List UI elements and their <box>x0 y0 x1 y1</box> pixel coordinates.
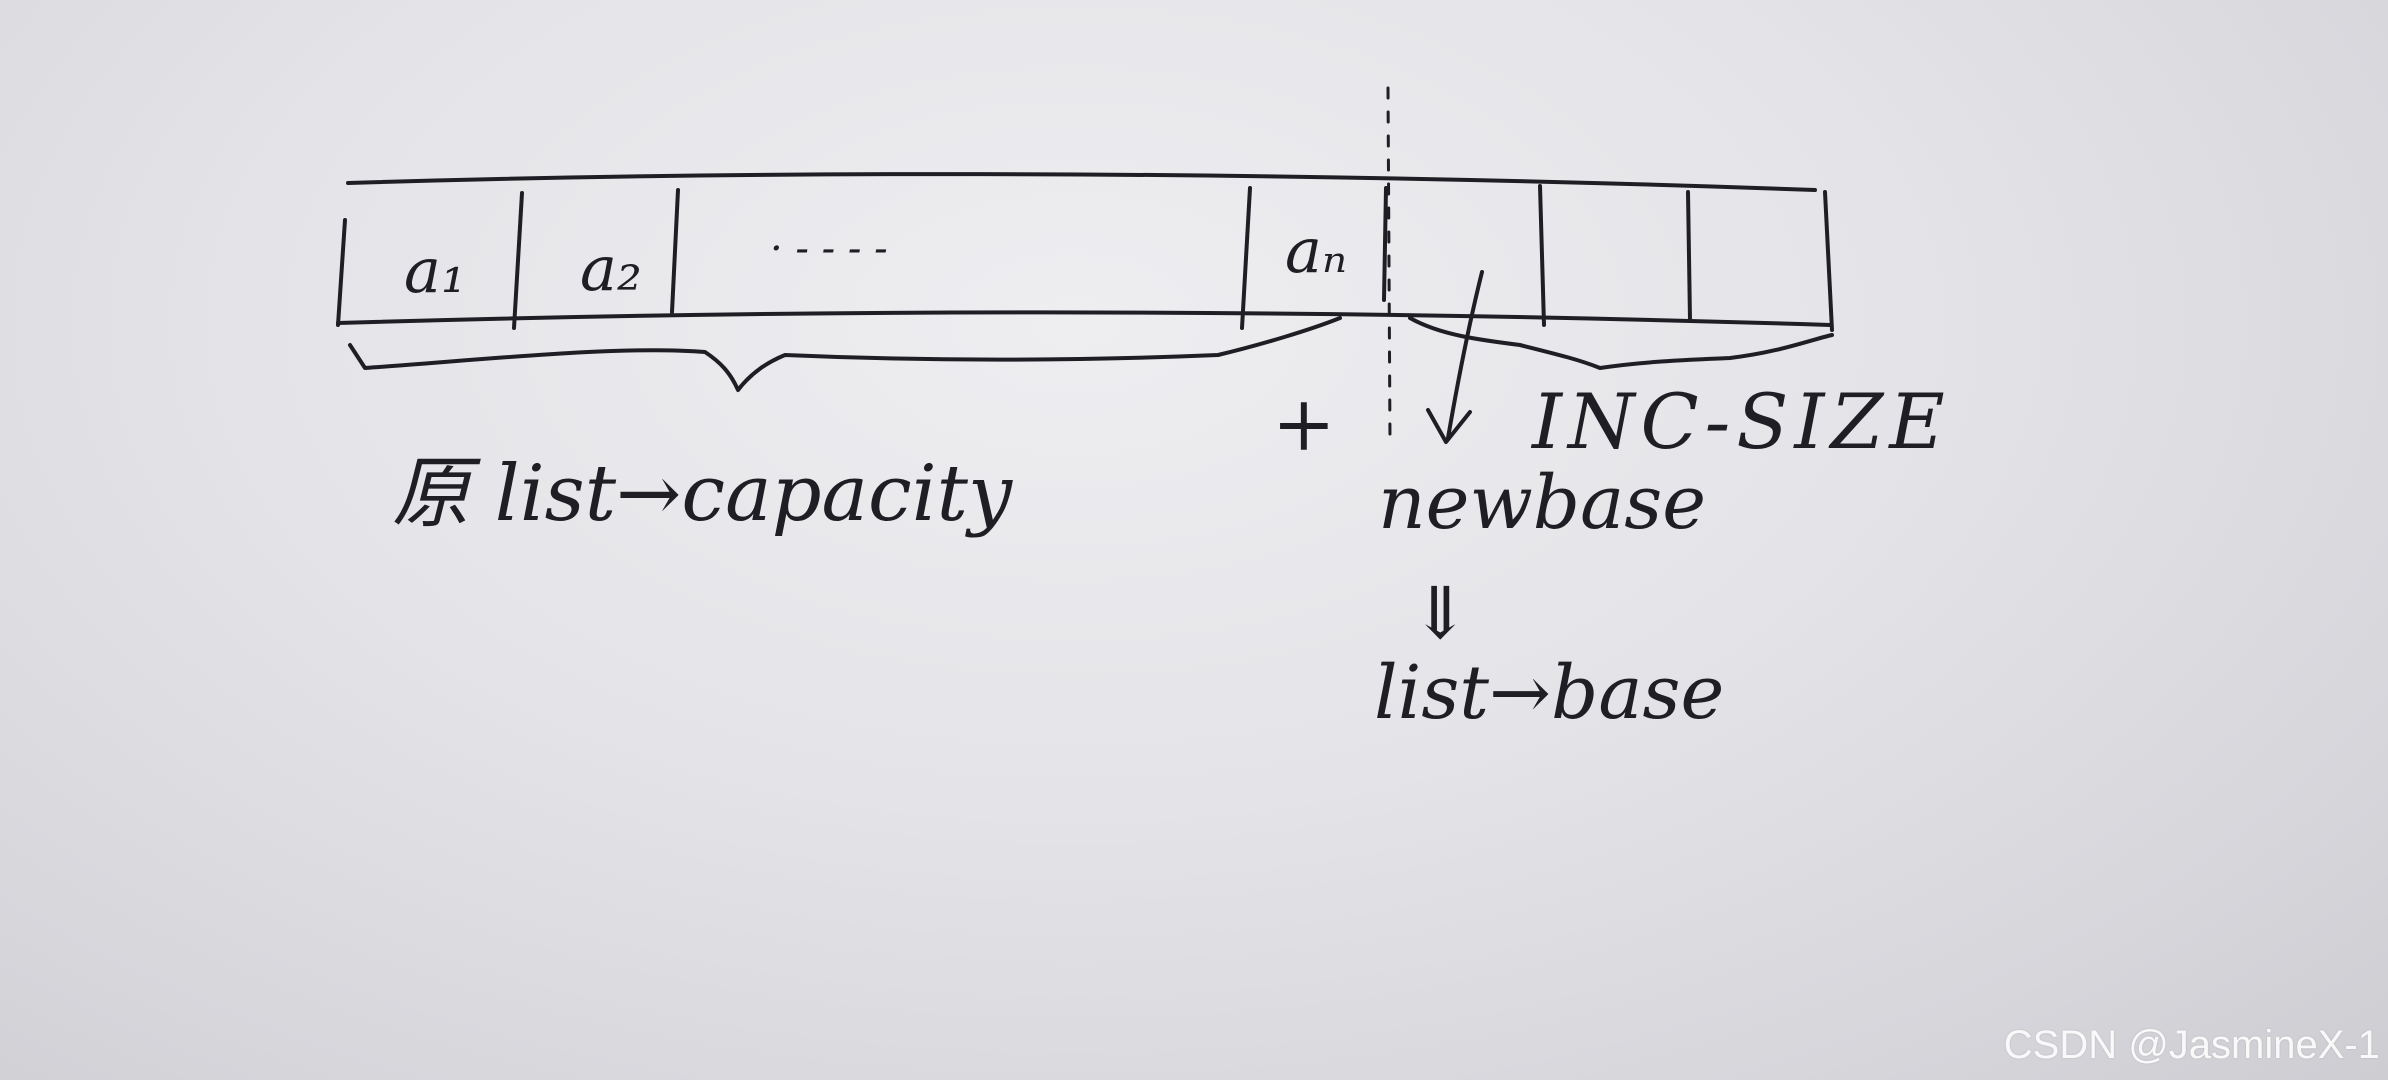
divider-2 <box>670 188 680 314</box>
inc-size-brace <box>1408 316 1834 370</box>
cell-label-a2: a₂ <box>580 232 642 305</box>
down-arrow: ⇓ <box>1410 571 1470 655</box>
plus-sign: + <box>1272 379 1336 468</box>
divider-4 <box>1382 186 1388 302</box>
cell-label-ellipsis: · - - - - <box>770 226 888 272</box>
array-right-edge <box>1823 190 1834 332</box>
array-left-edge <box>336 218 347 327</box>
list-base-label: list→base <box>1374 650 1724 736</box>
boundary-dashed-line <box>1386 86 1392 442</box>
inc-size-label: INC-SIZE <box>1530 377 1951 466</box>
cell-label-an: aₙ <box>1285 214 1347 287</box>
array-strip <box>336 172 1834 332</box>
array-top-edge <box>346 172 1817 192</box>
divider-3 <box>1240 186 1252 330</box>
original-capacity-label: 原 list→capacity <box>392 449 1013 539</box>
divider-5 <box>1538 184 1546 327</box>
cell-label-a1: a₁ <box>404 234 466 307</box>
divider-1 <box>512 191 524 330</box>
capacity-brace <box>348 316 1342 392</box>
divider-6 <box>1686 190 1692 322</box>
newbase-pointer-arrow <box>1426 270 1484 444</box>
cell-dividers <box>512 184 1692 330</box>
array-bottom-edge <box>336 310 1832 327</box>
csdn-watermark: CSDN @JasmineX-1 <box>2003 1023 2380 1067</box>
newbase-label: newbase <box>1378 460 1706 546</box>
